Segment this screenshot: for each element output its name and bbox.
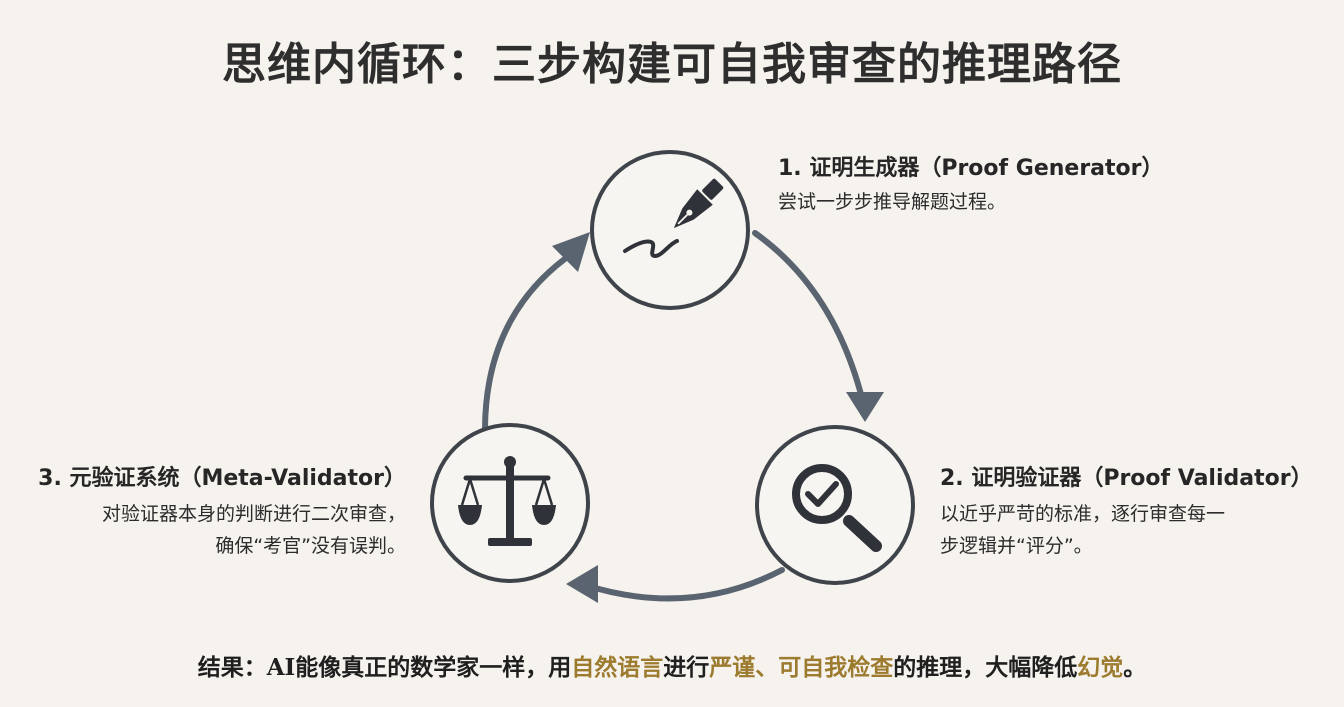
step2-desc-line2: 步逻辑并“评分”。 bbox=[940, 535, 1093, 557]
result-summary: 结果：AI能像真正的数学家一样，用自然语言进行严谨、可自我检查的推理，大幅降低幻… bbox=[0, 648, 1344, 682]
result-highlight-natural-language: 自然语言 bbox=[571, 654, 664, 681]
arrow-validator-to-meta bbox=[582, 567, 785, 602]
arrowhead-to-validator bbox=[846, 392, 884, 422]
result-highlight-hallucination: 幻觉 bbox=[1077, 654, 1124, 681]
step2-title: 2. 证明验证器（Proof Validator） bbox=[940, 466, 1313, 491]
fountain-pen-icon bbox=[623, 178, 724, 259]
step3-desc: 对验证器本身的判断进行二次审查， 确保“考官”没有误判。 bbox=[102, 498, 406, 562]
page-title: 思维内循环：三步构建可自我审查的推理路径 bbox=[222, 39, 1122, 90]
step3-desc-line2: 确保“考官”没有误判。 bbox=[215, 535, 406, 557]
step2-desc-line1: 以近乎严苛的标准，逐行审查每一 bbox=[940, 503, 1226, 525]
balance-scale-icon bbox=[458, 456, 556, 546]
node-proof-generator bbox=[590, 150, 750, 310]
step3-title: 3. 元验证系统（Meta-Validator） bbox=[38, 466, 406, 491]
magnifier-check-icon bbox=[792, 464, 882, 552]
result-highlight-rigorous: 严谨、可自我检查 bbox=[709, 654, 894, 681]
step1-title: 1. 证明生成器（Proof Generator） bbox=[778, 156, 1164, 181]
arrowhead-to-generator bbox=[552, 232, 590, 272]
arrow-generator-to-validator bbox=[752, 230, 866, 405]
arrowhead-to-meta bbox=[566, 565, 598, 603]
step1-desc: 尝试一步步推导解题过程。 bbox=[778, 186, 1006, 218]
step3-desc-line1: 对验证器本身的判断进行二次审查， bbox=[101, 503, 406, 525]
result-text-2: 进行 bbox=[663, 654, 710, 681]
result-text-3: 的推理，大幅降低 bbox=[893, 654, 1078, 681]
step2-desc: 以近乎严苛的标准，逐行审查每一 步逻辑并“评分”。 bbox=[940, 498, 1225, 562]
arrow-meta-to-generator bbox=[482, 255, 569, 431]
node-proof-validator bbox=[755, 425, 915, 585]
result-text-4: 。 bbox=[1123, 654, 1147, 681]
result-text-1: 结果：AI能像真正的数学家一样，用 bbox=[197, 654, 572, 681]
step1-desc-line1: 尝试一步步推导解题过程。 bbox=[778, 191, 1007, 213]
node-meta-validator bbox=[430, 423, 590, 583]
